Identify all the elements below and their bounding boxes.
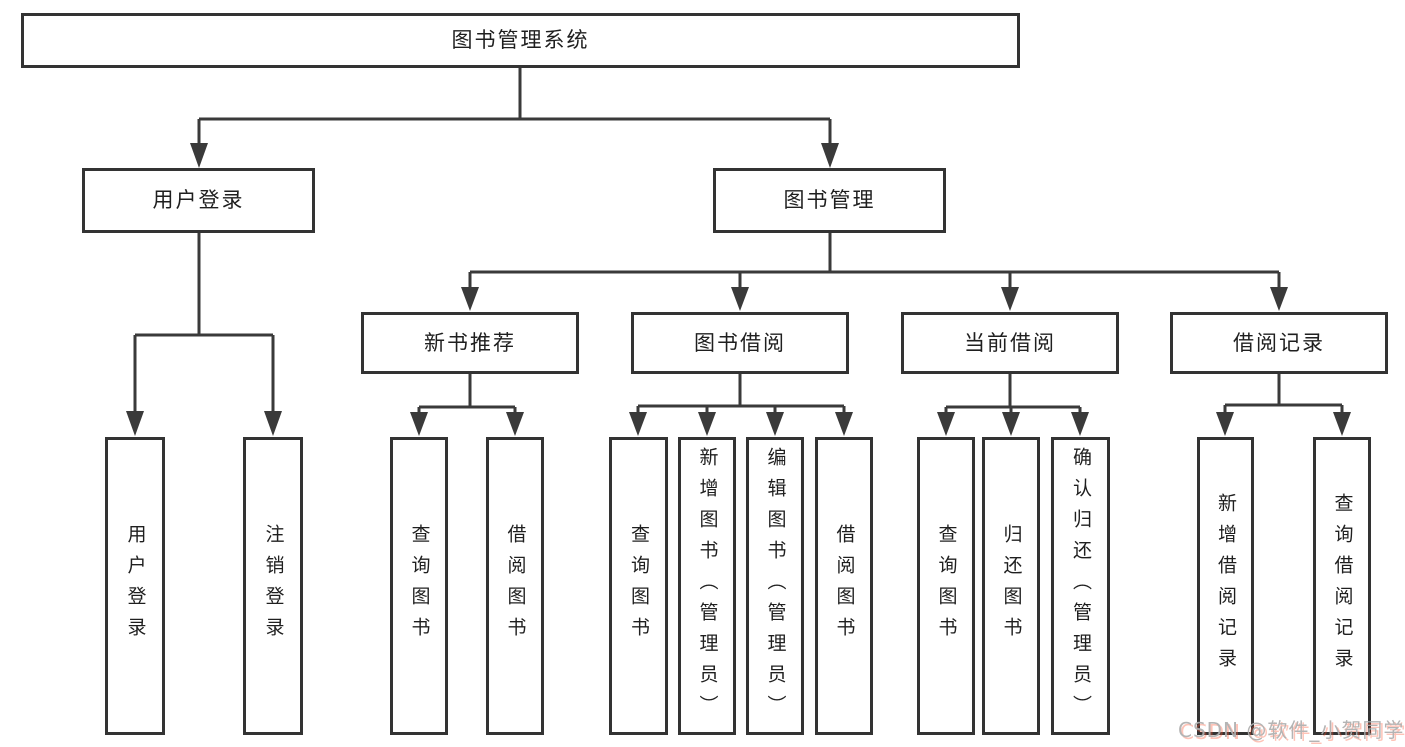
leaf-label: 注销登录 bbox=[262, 524, 285, 648]
node-label: 借阅记录 bbox=[1233, 330, 1325, 355]
leaf-edit-books-admin: 编辑图书（管理员） bbox=[746, 437, 804, 735]
leaf-query-borrow-record: 查询借阅记录 bbox=[1313, 437, 1371, 735]
node-new-book-recommend: 新书推荐 bbox=[361, 312, 579, 374]
leaf-label: 新增借阅记录 bbox=[1215, 493, 1237, 679]
leaf-label: 查询借阅记录 bbox=[1331, 493, 1354, 679]
node-label: 用户登录 bbox=[152, 188, 245, 212]
node-current-borrow: 当前借阅 bbox=[901, 312, 1119, 374]
leaf-label: 查询图书 bbox=[935, 524, 958, 648]
leaf-logout: 注销登录 bbox=[243, 437, 303, 735]
leaf-label: 查询图书 bbox=[628, 524, 650, 648]
leaf-label: 借阅图书 bbox=[504, 524, 527, 648]
node-label: 图书借阅 bbox=[694, 330, 786, 355]
node-book-borrow: 图书借阅 bbox=[631, 312, 849, 374]
leaf-label: 编辑图书（管理员） bbox=[764, 446, 787, 726]
node-root-library-system: 图书管理系统 bbox=[21, 13, 1020, 68]
node-label: 图书管理系统 bbox=[451, 28, 590, 52]
leaf-confirm-return-admin: 确认归还（管理员） bbox=[1051, 437, 1110, 735]
node-label: 图书管理 bbox=[783, 188, 876, 212]
node-book-management: 图书管理 bbox=[713, 168, 946, 233]
node-label: 当前借阅 bbox=[964, 330, 1056, 355]
leaf-label: 用户登录 bbox=[124, 524, 147, 648]
leaf-label: 归还图书 bbox=[1000, 524, 1023, 648]
leaf-user-login: 用户登录 bbox=[105, 437, 165, 735]
leaf-add-books-admin: 新增图书（管理员） bbox=[678, 437, 736, 735]
node-user-login: 用户登录 bbox=[82, 168, 315, 233]
leaf-query-books-current: 查询图书 bbox=[917, 437, 975, 735]
leaf-query-books-recommend: 查询图书 bbox=[390, 437, 448, 735]
arrowheads bbox=[126, 143, 1351, 436]
csdn-watermark: CSDN @软件_小贺同学 bbox=[1178, 718, 1405, 742]
leaf-query-books-borrow: 查询图书 bbox=[609, 437, 668, 735]
leaf-label: 借阅图书 bbox=[833, 524, 856, 648]
node-borrow-records: 借阅记录 bbox=[1170, 312, 1388, 374]
leaf-borrow-books: 借阅图书 bbox=[815, 437, 873, 735]
leaf-return-books: 归还图书 bbox=[982, 437, 1040, 735]
leaf-label: 新增图书（管理员） bbox=[696, 446, 719, 726]
leaf-add-borrow-record: 新增借阅记录 bbox=[1197, 437, 1254, 735]
node-label: 新书推荐 bbox=[424, 330, 516, 355]
leaf-label: 确认归还（管理员） bbox=[1070, 446, 1092, 726]
leaf-borrow-books-recommend: 借阅图书 bbox=[486, 437, 544, 735]
leaf-label: 查询图书 bbox=[408, 524, 431, 648]
